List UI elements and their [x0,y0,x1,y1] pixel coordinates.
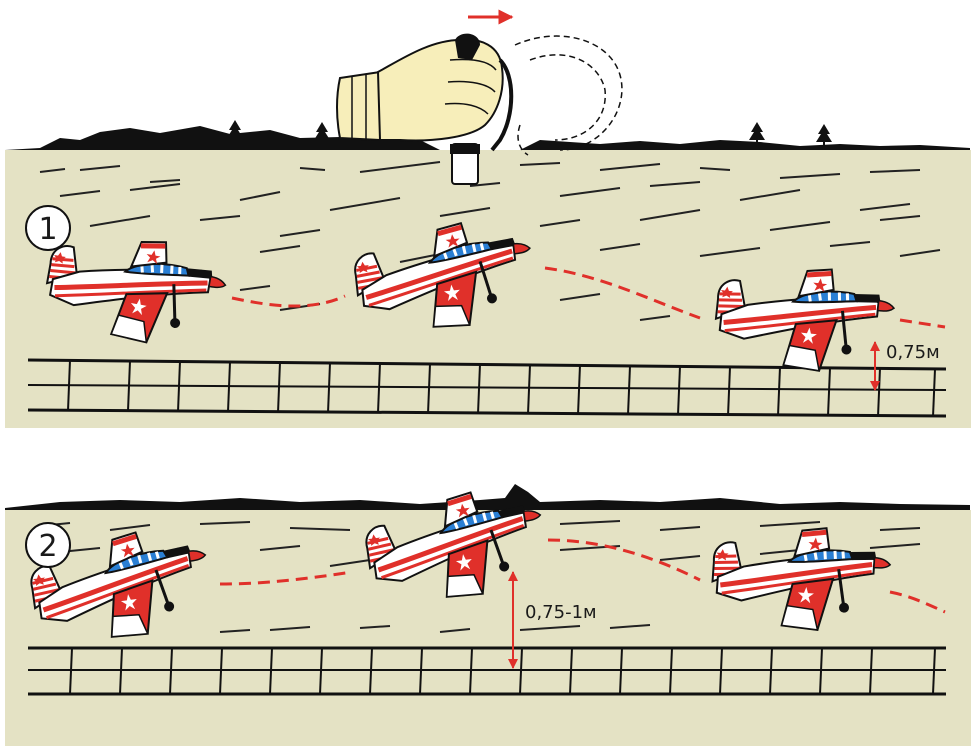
horizon-silhouette [5,484,970,512]
panel-number: 1 [38,212,57,247]
tree-icon [749,122,765,143]
height-label: 0,75-1м [525,602,597,623]
panel-number: 2 [38,529,57,564]
tree-icon [227,120,243,141]
tree-icon [816,124,832,145]
tree-icon [314,122,330,143]
height-label: 0,75м [886,342,940,363]
panel-2: 0,75-1м 2 [5,483,971,746]
panel-1: 0,75м 1 [5,17,971,428]
